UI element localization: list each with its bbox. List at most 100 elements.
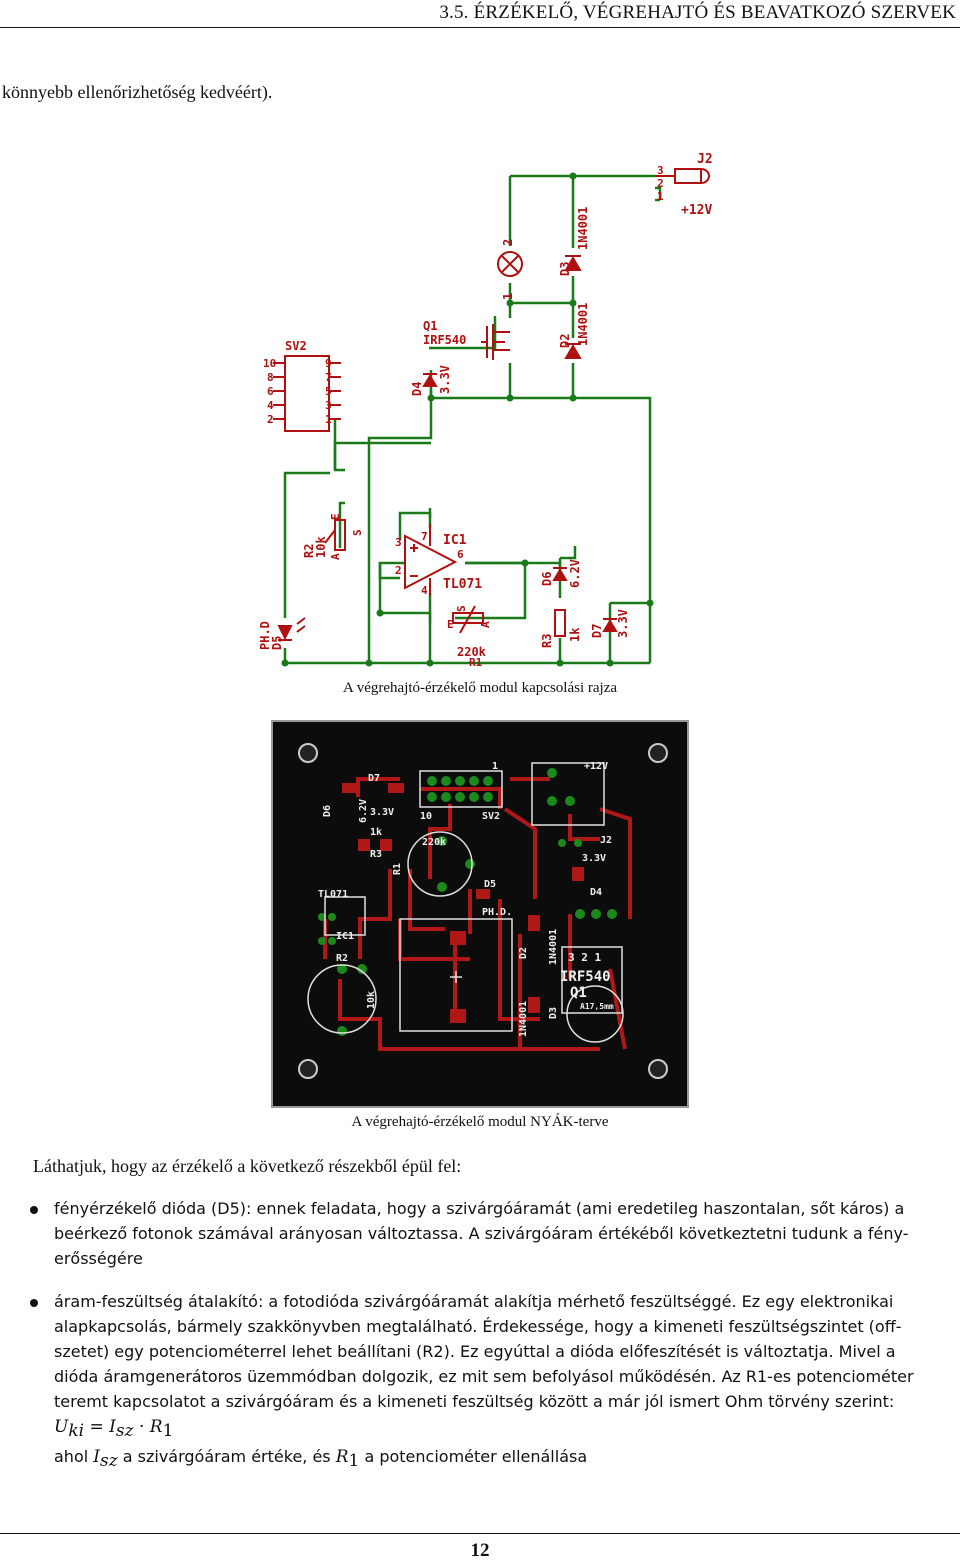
pcb-sv2: SV2	[482, 811, 500, 822]
ic1-pin6: 6	[457, 548, 464, 561]
pcb-d3-type: 1N4001	[518, 1001, 529, 1037]
r1-pin-a: A	[479, 621, 492, 628]
pcb-ic1: IC1	[336, 931, 354, 942]
lamp-symbol	[497, 251, 523, 277]
d2-type: 1N4001	[576, 303, 590, 346]
sv2-pin-4: 4	[267, 399, 274, 412]
pcb-r2-val: 10k	[366, 991, 377, 1009]
pcb-r3: R3	[370, 849, 382, 860]
header-rule	[0, 27, 960, 28]
diode-d4	[422, 373, 438, 387]
plus12v-label: +12V	[681, 203, 712, 218]
d4-label: D4	[410, 382, 424, 396]
potentiometer-r2	[324, 519, 346, 551]
d5-type: PH.D	[258, 621, 272, 650]
ic1-label: IC1	[443, 533, 467, 548]
text-line: szetet) egy potenciométerrel lehet beáll…	[54, 1342, 896, 1361]
q1-type: IRF540	[423, 333, 466, 347]
text-line: alapkapcsolás, bármely szakkönyvben megt…	[54, 1317, 902, 1336]
d2-label: D2	[558, 334, 572, 348]
resistor-r3	[554, 609, 566, 637]
ic1-pin4: 4	[421, 584, 428, 597]
ic1-pin3: 3	[395, 536, 402, 549]
pcb-pads	[318, 768, 617, 1036]
intro-line: könnyebb ellenőrizhetőség kedvéért).	[2, 82, 273, 102]
j2-pin2: 2	[657, 177, 664, 190]
formula-dot: ·	[133, 1417, 150, 1437]
sv2-pin-9: 9	[325, 357, 332, 370]
tail-pre: ahol	[54, 1447, 94, 1467]
pcb-traces	[323, 777, 632, 1051]
sv2-pin-2: 2	[267, 413, 274, 426]
d7-label: D7	[590, 624, 604, 638]
text-line: teremt kapcsolatot a szivárgóáram és a k…	[54, 1392, 895, 1411]
list-item-converter: áram-feszültség átalakító: a fotodióda s…	[54, 1289, 958, 1474]
text-line: áram-feszültség átalakító: a fotodióda s…	[54, 1292, 894, 1311]
tail-r-sub: 1	[348, 1451, 360, 1472]
connector-j2	[655, 168, 710, 184]
formula-i: I	[109, 1417, 116, 1437]
diode-d2	[564, 343, 582, 359]
lead-paragraph: Láthatjuk, hogy az érzékelő a következő …	[33, 1156, 462, 1176]
d3-label: D3	[558, 262, 572, 276]
r2-pin-e: E	[329, 513, 342, 520]
r1-label: R1	[469, 656, 483, 668]
schematic-caption: A végrehajtó-érzékelő modul kapcsolási r…	[342, 680, 618, 696]
running-header: 3.5. ÉRZÉKELŐ, VÉGREHAJTÓ ÉS BEAVATKOZÓ …	[439, 2, 956, 23]
pcb-d6: D6	[322, 805, 333, 817]
pcb-q1-type: IRF540	[560, 969, 611, 985]
pcb-r1: R1	[392, 863, 403, 875]
formula-r-sub: 1	[162, 1421, 174, 1442]
d6-label: D6	[540, 572, 554, 586]
pcb-d7: D7	[368, 773, 380, 784]
pcb-layout: D7 D6 6.2V 3.3V 1k R3 R1 220k 10 SV2 1 +…	[270, 719, 690, 1109]
sv2-pin-8: 8	[267, 371, 274, 384]
tail-r: R	[335, 1447, 349, 1468]
j2-pin1: 1	[657, 190, 664, 203]
r3-label: R3	[540, 634, 554, 648]
tail-post: a potenciométer ellenállása	[359, 1447, 588, 1467]
lamp-pin2: 2	[501, 239, 515, 246]
ic1-type: TL071	[443, 577, 482, 592]
tail-i-sub: sz	[99, 1451, 118, 1472]
pcb-plus12v: +12V	[584, 761, 608, 772]
diode-d7	[602, 618, 618, 632]
pcb-d4: D4	[590, 887, 602, 898]
pcb-caption: A végrehajtó-érzékelő modul NYÁK-terve	[351, 1114, 609, 1130]
r2-label: R2	[302, 544, 316, 558]
diode-d3	[564, 255, 582, 271]
page-number: 12	[470, 1540, 490, 1561]
pcb-d6-val: 6.2V	[358, 799, 369, 823]
r2-pin-s: S	[351, 529, 364, 536]
ic1-pin2: 2	[395, 564, 402, 577]
r1-pin-s: S	[455, 605, 468, 612]
ic1-pin7: 7	[421, 530, 428, 543]
pcb-r1-val: 220k	[422, 837, 446, 848]
mosfet-q1	[481, 324, 510, 360]
footer-rule	[0, 1533, 960, 1534]
pcb-tl071: TL071	[318, 889, 348, 900]
q1-label: Q1	[423, 319, 437, 333]
pcb-r3-val: 1k	[370, 827, 382, 838]
bullet-marker	[30, 1206, 38, 1214]
j2-label: J2	[697, 152, 713, 167]
opamp-ic1	[404, 524, 458, 596]
d6-value: 6.2V	[568, 559, 582, 588]
d3-type: 1N4001	[576, 207, 590, 250]
pcb-sv2-pin10: 10	[420, 811, 432, 822]
formula-r: R	[149, 1417, 163, 1437]
d7-value: 3.3V	[616, 609, 630, 638]
photodiode-d5	[277, 617, 306, 641]
pcb-q1: Q1	[570, 985, 587, 1001]
d4-value: 3.3V	[438, 365, 452, 394]
pcb-smd-pads	[342, 783, 584, 1023]
pcb-d7-val: 3.3V	[370, 807, 394, 818]
text-line: beérkező fotonok számával arányosan vált…	[54, 1224, 909, 1243]
pcb-r2: R2	[336, 953, 348, 964]
schematic-diagram: J2 +12V 3 2 1 2 1 D3 1N4001 D2 1N4001 Q1…	[258, 152, 713, 668]
pcb-d2: D2	[518, 947, 529, 959]
diode-d6	[552, 567, 568, 581]
sv2-pin-7: 7	[325, 371, 332, 384]
tail-i: I	[93, 1447, 100, 1468]
formula-u-sub: ki	[68, 1421, 85, 1442]
